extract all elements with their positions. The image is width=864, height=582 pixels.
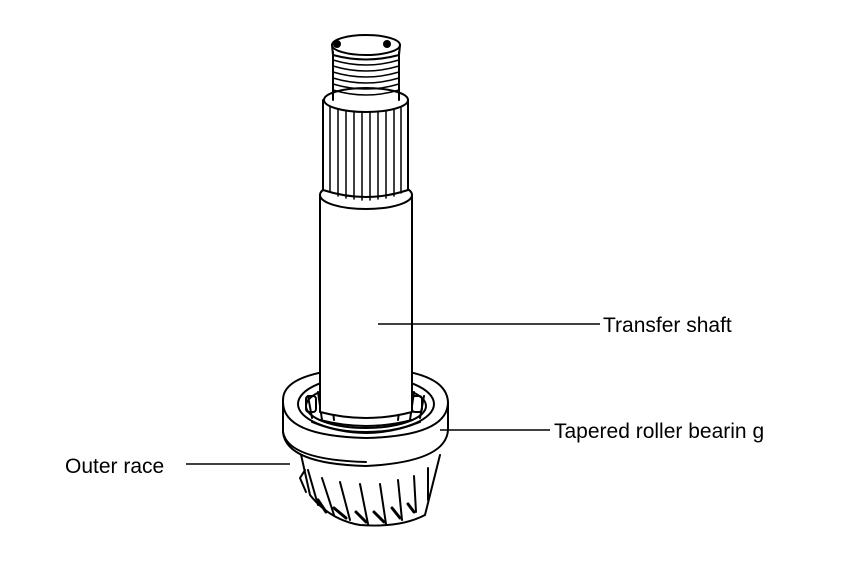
transfer-shaft-body (319, 180, 413, 427)
threaded-section (332, 51, 400, 101)
shaft-end-cap (331, 34, 401, 61)
splined-section (322, 87, 409, 201)
pinion-gear (299, 449, 441, 527)
label-transfer-shaft: Transfer shaft (603, 314, 732, 337)
label-tapered-roller-bearing: Tapered roller bearin g (554, 420, 765, 443)
label-outer-race: Outer race (65, 455, 165, 478)
